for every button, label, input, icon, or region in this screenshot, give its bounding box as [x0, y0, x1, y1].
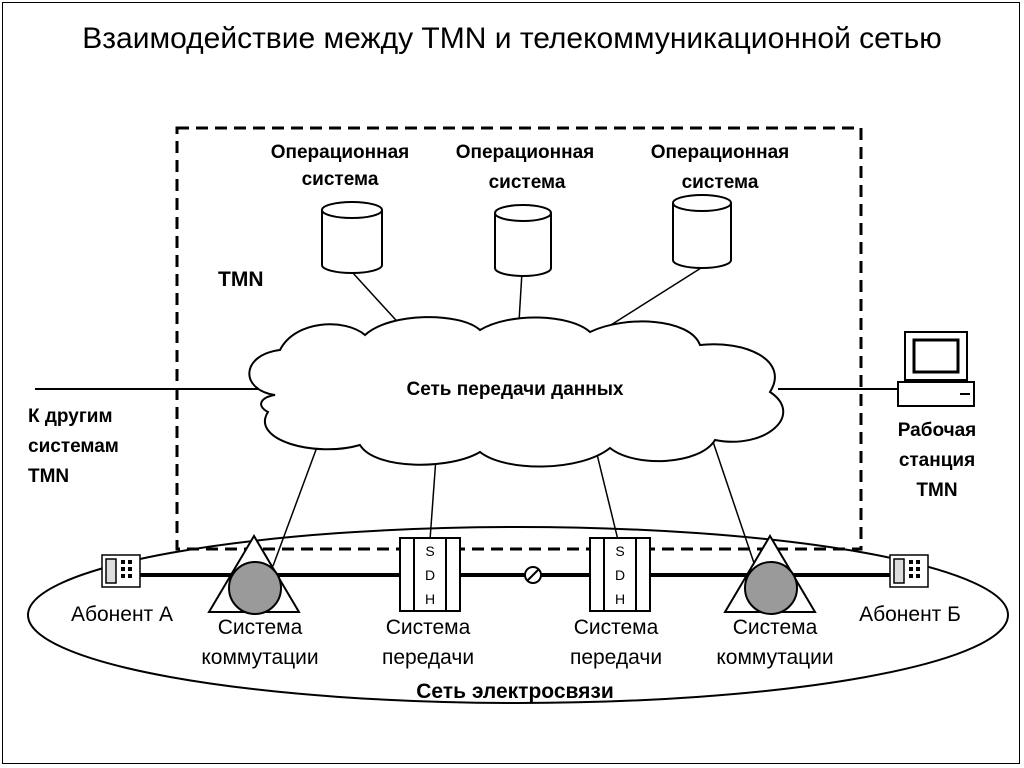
transmission-system-right-line1: Система [574, 616, 659, 639]
sdh-multiplexer-icon [399, 537, 461, 612]
os-3-label-line1: Операционная [651, 142, 790, 163]
transmission-system-left-line2: передачи [382, 646, 474, 669]
tmn-label: TMN [218, 268, 264, 291]
other-tmn-line1: К другим [28, 406, 113, 427]
os-1-label-line1: Операционная [271, 142, 410, 163]
os-2-label-line1: Операционная [456, 142, 595, 163]
sdh-letter: D [425, 567, 435, 583]
other-tmn-line3: TMN [28, 466, 69, 487]
workstation-line3: TMN [916, 480, 957, 501]
transmission-system-left-line1: Система [386, 616, 471, 639]
telecom-network-ellipse [27, 526, 1009, 704]
other-tmn-line2: системам [28, 436, 119, 457]
link-connector-icon [524, 566, 542, 584]
os-3-label-line2: система [682, 172, 759, 193]
sdh-letter: S [615, 543, 624, 559]
workstation-line1: Рабочая [898, 420, 977, 441]
workstation-line2: станция [899, 450, 975, 471]
workstation-icon [897, 331, 975, 407]
sdh-letter: D [615, 567, 625, 583]
transmission-system-right-line2: передачи [570, 646, 662, 669]
data-network-label: Сеть передачи данных [406, 379, 623, 400]
sdh-letter: H [615, 591, 625, 607]
switching-system-icon [207, 534, 301, 615]
os-2-label-line2: система [489, 172, 566, 193]
switching-system-icon [723, 534, 817, 615]
phone-icon [101, 554, 141, 588]
data-network-cloud: Сеть передачи данных [248, 316, 785, 468]
telecom-network-label: Сеть электросвязи [416, 680, 614, 703]
slide-title: Взаимодействие между TMN и телекоммуника… [82, 22, 942, 55]
database-icon [321, 201, 383, 274]
sdh-multiplexer-icon [589, 537, 651, 612]
switching-system-right-line2: коммутации [716, 646, 833, 669]
sdh-letter: S [425, 543, 434, 559]
database-icon [672, 194, 732, 269]
database-icon [494, 204, 552, 277]
subscriber-b-label: Абонент Б [859, 603, 961, 626]
sdh-letter: H [425, 591, 435, 607]
tmn-boundary [175, 126, 863, 551]
subscriber-a-label: Абонент А [71, 603, 173, 626]
switching-system-right-line1: Система [733, 616, 818, 639]
os-1-label-line2: система [302, 169, 379, 190]
switching-system-left-line2: коммутации [201, 646, 318, 669]
switching-system-left-line1: Система [218, 616, 303, 639]
phone-icon [889, 554, 929, 588]
